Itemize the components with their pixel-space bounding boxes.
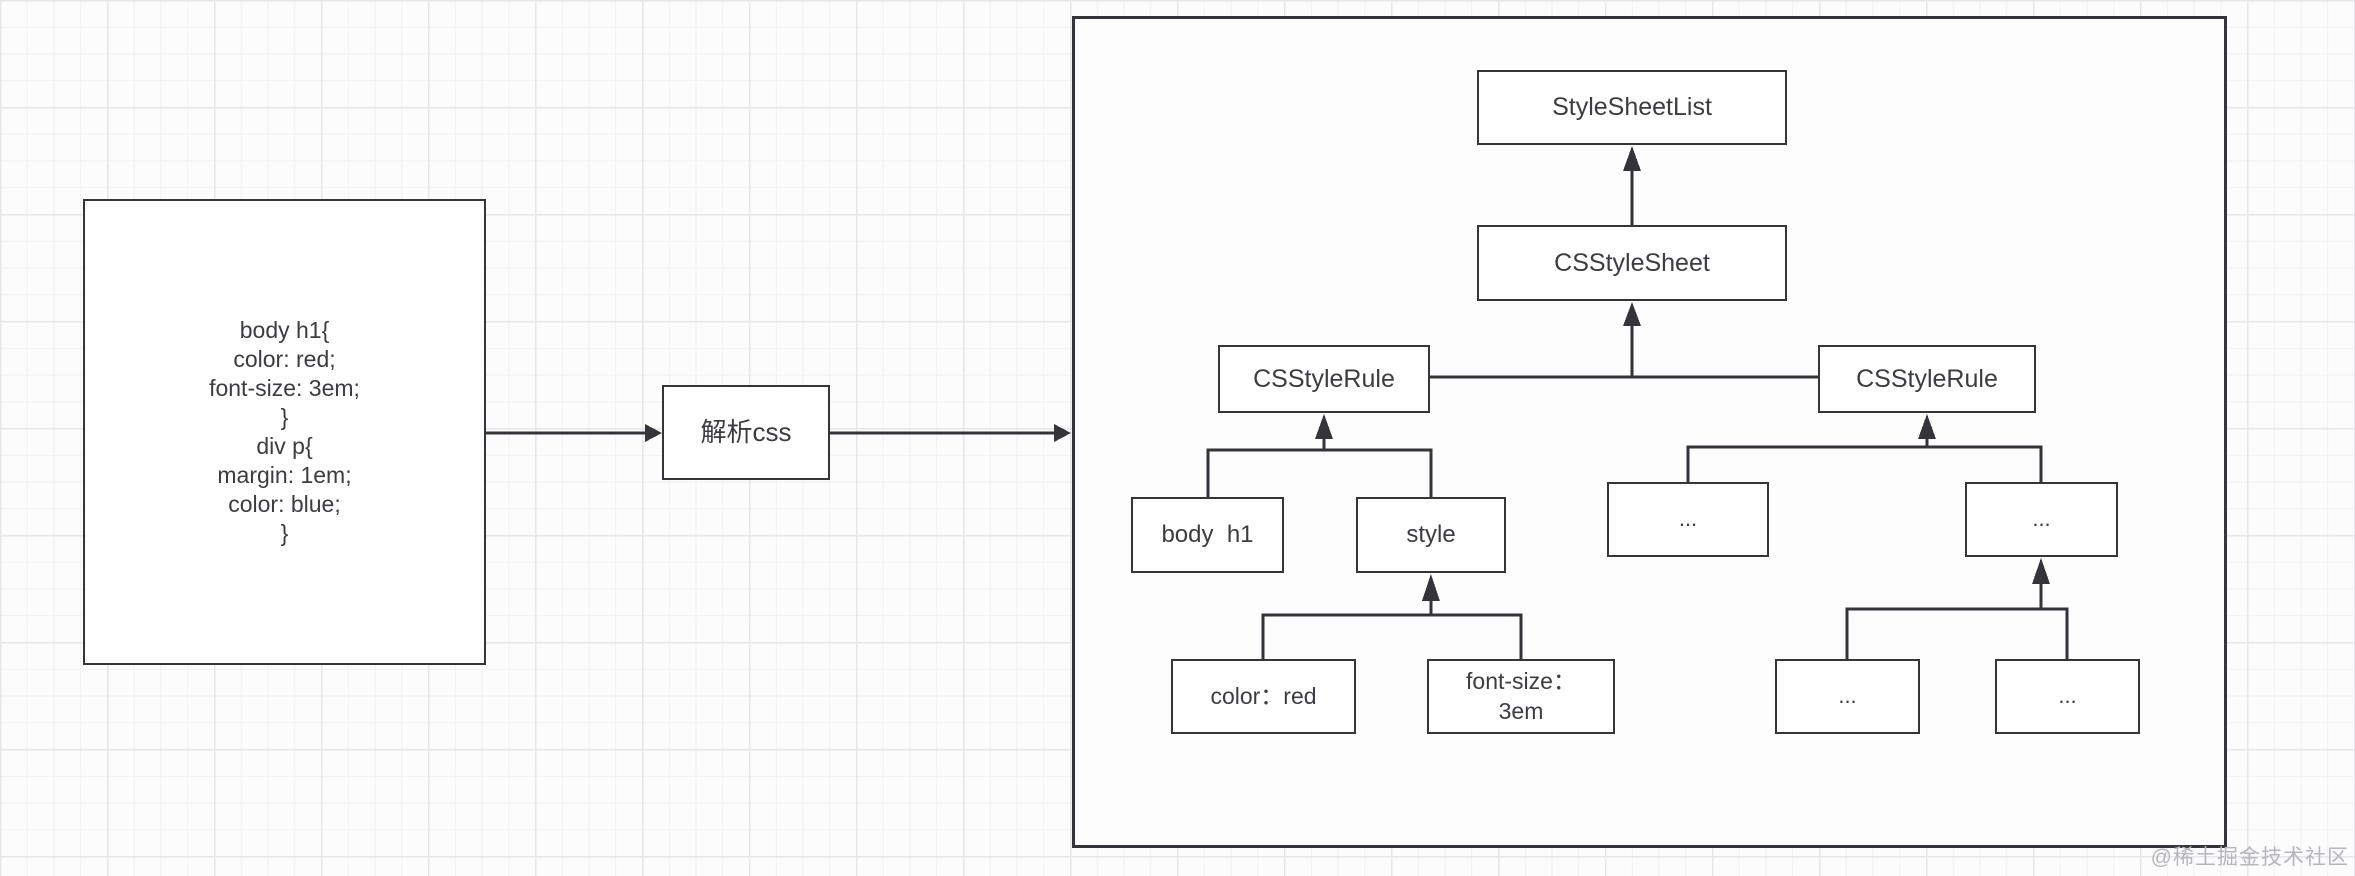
watermark: @稀土掘金技术社区: [2150, 846, 2349, 869]
css-source-line: body h1{: [239, 317, 330, 343]
arrow-source-to-parse: [486, 424, 662, 442]
node-label: font-size：: [1466, 667, 1576, 694]
node-label: color：red: [1210, 682, 1317, 709]
node-label: CSStyleSheet: [1554, 248, 1710, 277]
bus-right-rule-children: [1686, 414, 2043, 482]
css-source-line: color: red;: [233, 346, 336, 372]
node-ellipsis-mid-right: ...: [1965, 482, 2118, 557]
node-label: CSStyleRule: [1253, 364, 1395, 393]
node-label: ...: [2058, 683, 2077, 709]
css-source-line: margin: 1em;: [217, 462, 352, 488]
node-cssstylerule-right: CSStyleRule: [1818, 345, 2036, 413]
node-label: ...: [2032, 506, 2051, 532]
node-decl-color-red: color：red: [1171, 659, 1356, 734]
arrow-sheet-to-sheetlist: [1623, 146, 1641, 225]
arrow-parse-to-container: [830, 424, 1071, 442]
node-label: StyleSheetList: [1552, 93, 1712, 122]
css-source-line: font-size: 3em;: [209, 375, 360, 401]
bus-left-rule-children: [1206, 414, 1433, 497]
css-source-line: }: [280, 520, 289, 546]
bus-style-children: [1261, 574, 1523, 659]
node-ellipsis-bottom-left: ...: [1775, 659, 1920, 734]
css-source-line: div p{: [256, 433, 313, 459]
node-ellipsis-mid-left: ...: [1607, 482, 1769, 557]
css-source-line: color: blue;: [228, 491, 341, 517]
parse-css-box: 解析css: [662, 385, 830, 480]
node-cssstylerule-left: CSStyleRule: [1218, 345, 1430, 413]
node-label: CSStyleRule: [1856, 364, 1998, 393]
node-label: style: [1406, 521, 1456, 549]
node-cssstylesheet: CSStyleSheet: [1477, 225, 1787, 301]
arrow-rules-to-sheet: [1623, 302, 1641, 377]
node-label: ...: [1678, 506, 1698, 532]
node-label: ...: [1838, 683, 1857, 709]
node-stylesheetlist: StyleSheetList: [1477, 70, 1787, 145]
node-selector-body-h1: body h1: [1131, 497, 1284, 573]
css-source-box: body h1{ color: red; font-size: 3em; } d…: [83, 199, 486, 665]
node-label: body h1: [1161, 521, 1254, 549]
node-label: 3em: [1498, 697, 1544, 724]
node-style: style: [1356, 497, 1506, 573]
node-decl-font-size: font-size： 3em: [1427, 659, 1615, 734]
parse-css-label: 解析css: [700, 416, 792, 447]
bus-bottom-right-children: [1845, 558, 2069, 659]
css-source-line: }: [280, 404, 289, 430]
node-ellipsis-bottom-right: ...: [1995, 659, 2140, 734]
